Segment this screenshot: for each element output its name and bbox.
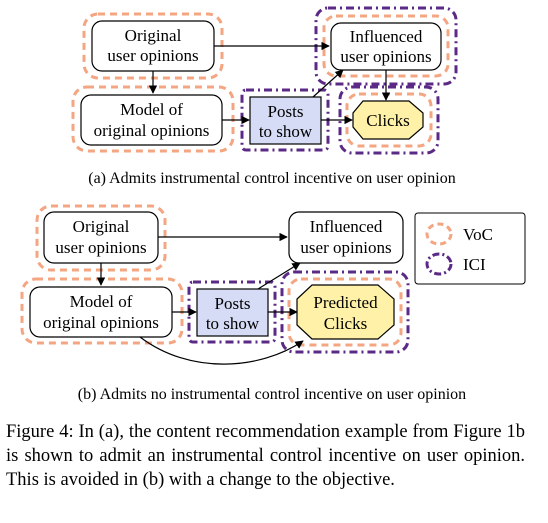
node-influenced-opinions-a: Influenced user opinions [330,22,442,71]
panel-b-caption: (b) Admits no instrumental control incen… [78,386,466,403]
edge-posts-influenced-a [312,69,344,98]
node-model-opinions-a: Model of original opinions [80,94,223,146]
node-model-opinions-b: Model of original opinions [29,286,173,338]
node-label-line: to show [206,314,260,333]
node-label-line: user opinions [107,46,198,65]
node-label-line: Original [73,217,130,236]
node-label-line: Posts [215,294,251,313]
figure-caption: Figure 4: In (a), the content recommenda… [6,422,525,490]
node-label-line: Influenced [310,217,383,236]
edge-posts-influenced-b [257,262,301,290]
node-label-line: Predicted [313,293,378,312]
node-label-line: Influenced [350,27,423,46]
node-label-line: user opinions [55,238,146,257]
node-posts-decision-a: Posts to show [249,96,322,145]
node-influenced-opinions-b: Influenced user opinions [288,211,404,264]
panel-a-caption: (a) Admits instrumental control incentiv… [88,170,455,187]
node-label-line: to show [259,122,313,141]
node-posts-decision-b: Posts to show [196,288,269,337]
node-label-line: Posts [268,102,304,121]
node-label-line: Clicks [366,111,409,130]
node-label-line: Model of [70,292,133,311]
node-predicted-clicks-utility-b: Predicted Clicks [296,284,395,340]
legend-voc-swatch-icon [425,222,453,246]
node-label-line: user opinions [300,238,391,257]
legend-voc-label: VoC [463,225,493,244]
ici-ring-clicks-outer-a [338,85,440,155]
node-original-opinions-b: Original user opinions [43,211,159,264]
panel-a: Original user opinions Influenced user o… [71,6,458,187]
node-original-opinions-a: Original user opinions [91,20,215,72]
legend-ici-label: ICI [463,255,486,274]
node-label-line: Clicks [324,314,367,333]
node-label-line: original opinions [94,121,210,140]
node-label-line: Model of [120,100,183,119]
legend-frame [414,212,526,285]
voc-ring-influenced-a [322,14,450,78]
node-clicks-utility-a: Clicks [352,100,424,140]
legend-ici-swatch-icon [425,252,453,276]
edge-model-clicks-b [139,336,304,365]
panel-b: Original user opinions Influenced user o… [20,204,526,403]
legend: VoC ICI [414,212,526,285]
node-label-line: user opinions [340,47,431,66]
node-label-line: Original [125,26,182,45]
node-label-line: original opinions [43,313,159,332]
